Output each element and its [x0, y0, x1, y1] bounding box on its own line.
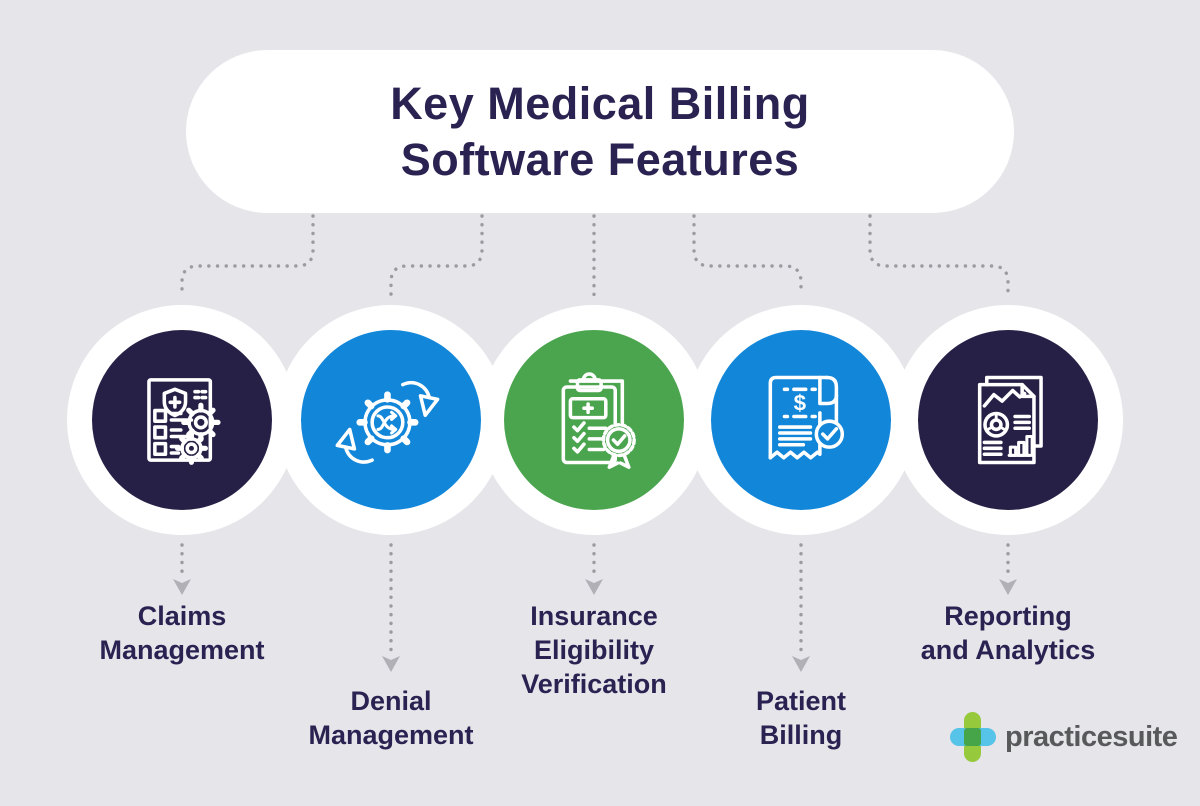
- connector-line-reporting: [868, 214, 1010, 297]
- practicesuite-logo: practicesuite: [950, 712, 1178, 762]
- down-arrow-head-insurance: [585, 579, 603, 595]
- connector-line-claims: [180, 214, 315, 297]
- feature-label-denial-management: Denial Management: [251, 684, 531, 752]
- logo-wordmark: practicesuite: [1005, 720, 1178, 753]
- label-line: Management: [99, 635, 265, 665]
- page-title-line2: Software Features: [400, 133, 800, 185]
- feature-label-patient-billing: Patient Billing: [661, 684, 941, 752]
- feature-circle-denial-management: [301, 330, 481, 510]
- label-line: Billing: [759, 720, 843, 750]
- claims-document-gears-icon: [147, 378, 221, 465]
- down-arrow-head-reporting: [999, 579, 1017, 595]
- feature-circle-reporting-analytics: [918, 330, 1098, 510]
- label-line: Claims: [137, 601, 227, 631]
- medical-cross-icon: [950, 712, 996, 762]
- connector-line-patient: [692, 214, 803, 297]
- feature-label-claims-management: Claims Management: [42, 599, 322, 667]
- label-line: Denial: [350, 686, 432, 716]
- feature-label-reporting-analytics: Reporting and Analytics: [868, 599, 1148, 667]
- svg-text:$: $: [794, 391, 807, 416]
- feature-circle-insurance-eligibility: [504, 330, 684, 510]
- page-title-line1: Key Medical Billing: [390, 77, 810, 129]
- connector-line-denial: [389, 214, 484, 297]
- label-line: Management: [308, 720, 474, 750]
- label-line: Verification: [521, 669, 667, 699]
- feature-circle-patient-billing: $: [711, 330, 891, 510]
- label-line: and Analytics: [920, 635, 1096, 665]
- label-line: Reporting: [944, 601, 1072, 631]
- denial-gear-shuffle-arrows-icon: [335, 380, 440, 464]
- feature-label-insurance-eligibility: Insurance Eligibility Verification: [454, 599, 734, 701]
- down-arrow-head-claims: [173, 579, 191, 595]
- insurance-clipboard-badge-icon: [561, 372, 636, 469]
- down-arrow-head-patient: [792, 656, 810, 672]
- cross-center-square: [964, 728, 981, 746]
- reporting-analytics-report-icon: [977, 375, 1043, 465]
- title-banner: Key Medical Billing Software Features: [186, 50, 1014, 213]
- label-line: Eligibility: [533, 635, 654, 665]
- down-arrow-head-denial: [382, 656, 400, 672]
- label-line: Patient: [755, 686, 847, 716]
- label-line: Insurance: [530, 601, 658, 631]
- feature-circle-claims-management: [92, 330, 272, 510]
- patient-billing-receipt-icon: $: [768, 375, 845, 460]
